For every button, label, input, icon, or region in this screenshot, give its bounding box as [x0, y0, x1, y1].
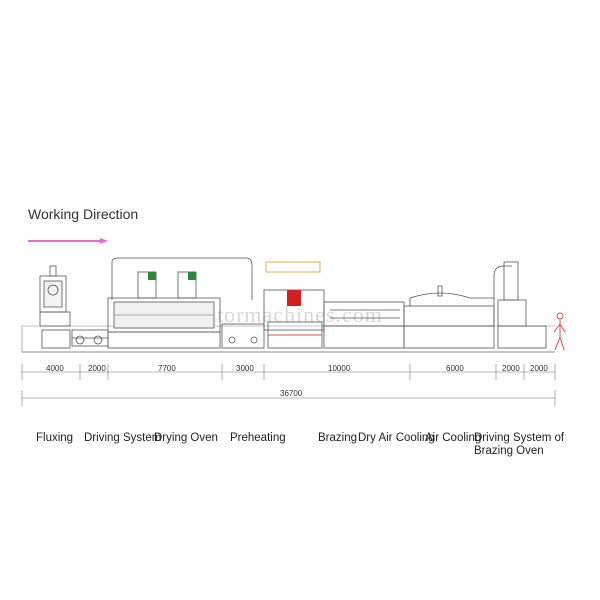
air-cooling-unit	[403, 285, 495, 349]
label-driving-system-of-brazing-oven: Driving System of Brazing Oven	[474, 432, 565, 457]
preheating-unit	[221, 323, 265, 349]
dimension-row	[21, 364, 556, 406]
fluxing-unit	[39, 265, 71, 349]
label-brazing: Brazing	[318, 432, 357, 444]
dim-fluxing: 4000	[46, 364, 64, 373]
label-preheating: Preheating	[230, 432, 286, 444]
label-air-cooling: Air Cooling	[425, 432, 482, 444]
operator-figure	[553, 312, 566, 351]
dim-brazing: 10000	[328, 364, 351, 373]
drying-oven-unit	[107, 257, 253, 349]
dim-air-cooling: 6000	[446, 364, 464, 373]
driving-system-unit	[71, 329, 109, 347]
fan-icon	[188, 272, 196, 280]
label-drying-oven: Drying Oven	[154, 432, 218, 444]
dim-drying-oven: 7700	[158, 364, 176, 373]
dim-driving-brazing: 2000	[502, 364, 520, 373]
dim-preheating: 3000	[236, 364, 254, 373]
brazing-oven-driving-system-unit	[493, 261, 547, 349]
brazing-heater-block	[287, 290, 301, 306]
working-direction-arrow	[28, 238, 108, 244]
label-fluxing: Fluxing	[36, 432, 74, 444]
dim-total: 36700	[280, 389, 303, 398]
dim-end: 2000	[530, 364, 548, 373]
label-driving-system: Driving System	[84, 432, 162, 444]
working-direction-title: Working Direction	[28, 206, 139, 222]
fan-icon	[148, 272, 156, 280]
dim-driving-system: 2000	[88, 364, 106, 373]
label-dry-air-cooling: Dry Air Cooling	[358, 432, 435, 444]
